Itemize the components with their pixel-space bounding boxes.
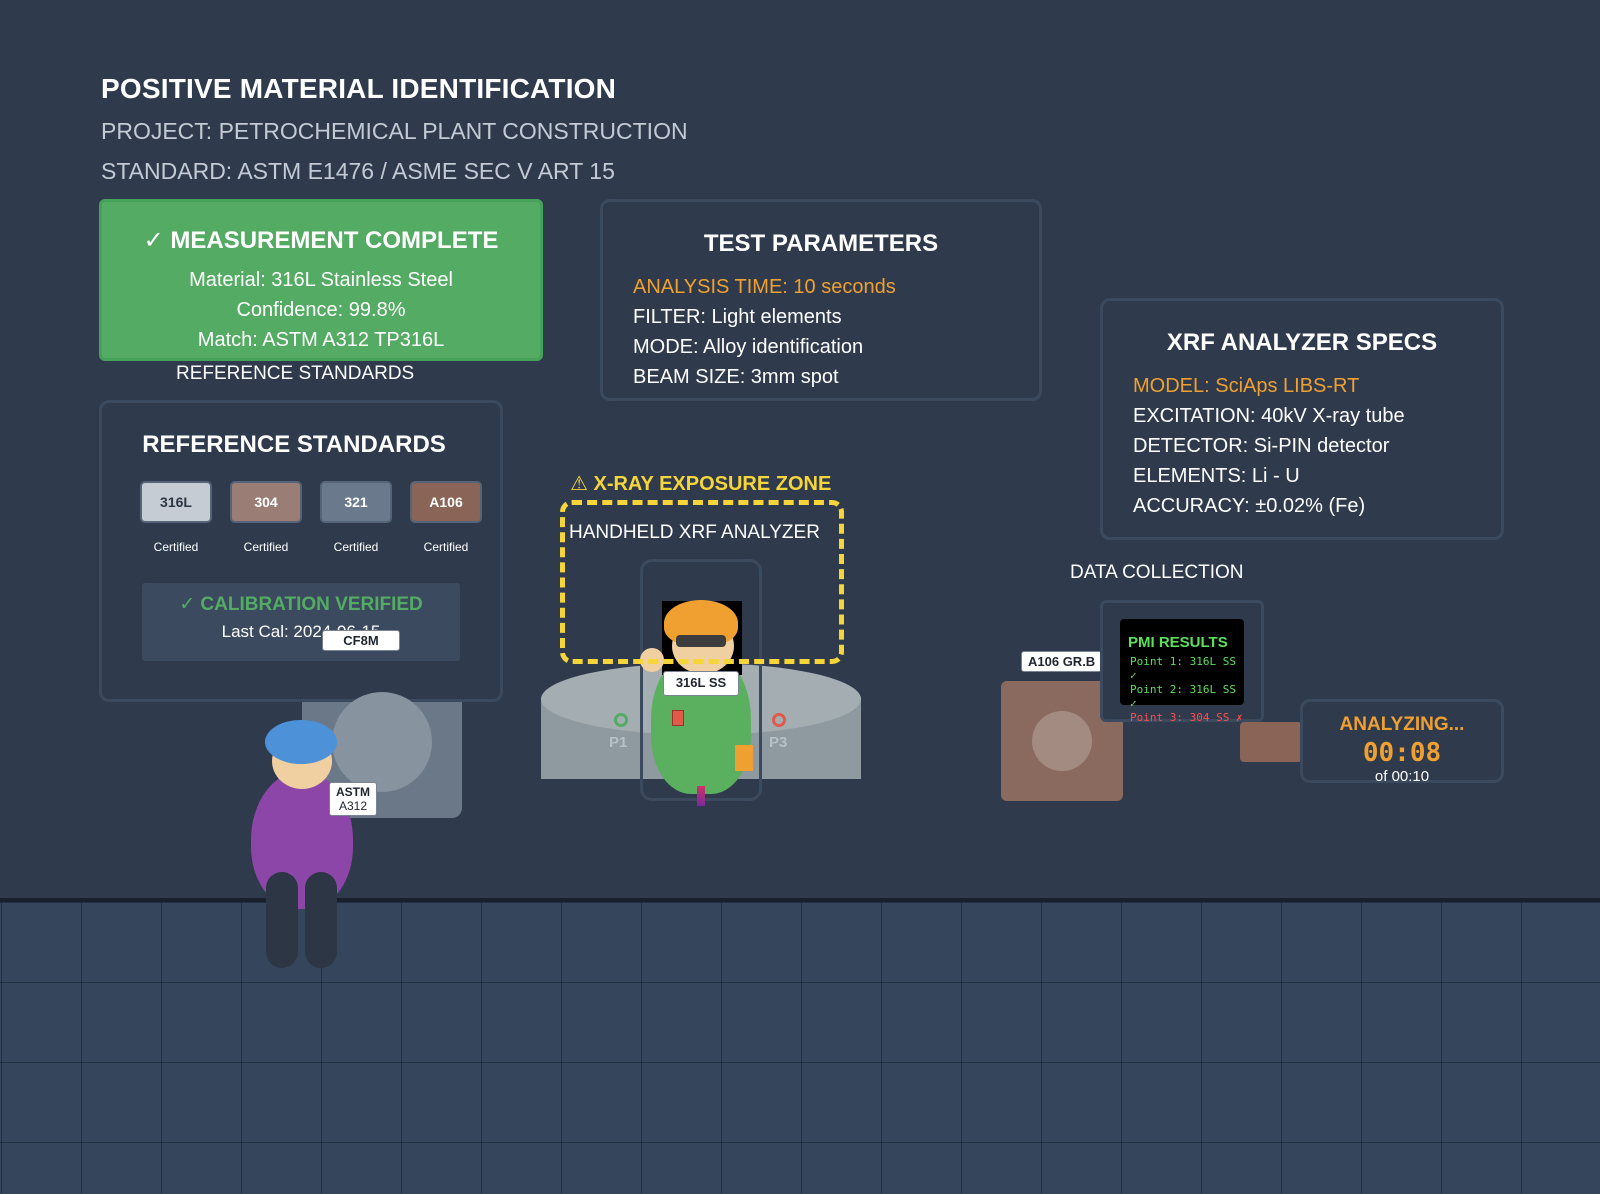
accuracy-spec: ACCURACY: ±0.02% (Fe): [1133, 495, 1366, 517]
pmi-results-screen: PMI RESULTS Point 1: 316L SS ✓ Point 2: …: [1120, 619, 1244, 724]
pipe-opening: [332, 692, 432, 792]
swatch-status: Certified: [333, 540, 379, 554]
page-title: POSITIVE MATERIAL IDENTIFICATION: [101, 73, 617, 104]
confidence-result: Confidence: 99.8%: [236, 299, 406, 321]
exposure-zone-boundary: [560, 500, 844, 664]
xrf-specs-title: XRF ANALYZER SPECS: [1166, 329, 1438, 356]
calibration-title: CALIBRATION VERIFIED: [200, 594, 423, 615]
pipe-tag-cf8m: CF8M: [322, 630, 400, 651]
result-row: Point 2: 316L SS ✓: [1130, 683, 1236, 710]
point-label-p1: P1: [609, 734, 628, 751]
swatch-status: Certified: [153, 540, 199, 554]
swatch-a106[interactable]: A106: [410, 481, 482, 523]
mode-setting: MODE: Alloy identification: [633, 336, 864, 358]
swatch-321[interactable]: 321: [320, 481, 392, 523]
point-marker-p3[interactable]: [772, 713, 786, 727]
analyzer-model: MODEL: SciAps LIBS-RT: [1133, 375, 1360, 397]
project-label: PROJECT: PETROCHEMICAL PLANT CONSTRUCTIO…: [101, 118, 688, 144]
analyzer-label: HANDHELD XRF ANALYZER: [569, 522, 820, 543]
safety-glasses: [676, 635, 726, 647]
analysis-time: ANALYSIS TIME: 10 seconds: [633, 276, 896, 298]
result-row: Point 1: 316L SS ✓: [1130, 655, 1236, 682]
swatch-status: Certified: [243, 540, 289, 554]
point-label-p3: P3: [769, 734, 788, 751]
analysis-timer: ANALYZING... 00:08 of 00:10: [1300, 699, 1504, 785]
standard-label: STANDARD: ASTM E1476 / ASME SEC V ART 15: [101, 158, 615, 184]
elements-spec: ELEMENTS: Li - U: [1133, 465, 1300, 487]
analysis-status: ANALYZING...: [1339, 714, 1465, 735]
measurement-complete-panel: ✓ MEASUREMENT COMPLETE Material: 316L St…: [99, 199, 543, 361]
reference-standards-panel: REFERENCE STANDARDS 316L 304 321 A106 Ce…: [99, 400, 503, 702]
data-collection-label: DATA COLLECTION: [1070, 562, 1244, 583]
connector-pipe: [1240, 722, 1302, 762]
calibration-box: ✓ CALIBRATION VERIFIED Last Cal: 2024-06…: [142, 583, 460, 661]
filter-setting: FILTER: Light elements: [633, 306, 842, 328]
reference-standards-title: REFERENCE STANDARDS: [142, 431, 446, 458]
floor-grid: [0, 898, 1600, 1194]
exposure-zone-title: ⚠ X-RAY EXPOSURE ZONE: [570, 473, 832, 495]
xrf-specs-panel: XRF ANALYZER SPECS MODEL: SciAps LIBS-RT…: [1100, 298, 1504, 540]
elapsed-time: 00:08: [1362, 738, 1442, 768]
check-icon: ✓: [179, 594, 196, 615]
check-icon: ✓: [143, 227, 164, 254]
measurement-title: MEASUREMENT COMPLETE: [170, 227, 499, 254]
swatch-304[interactable]: 304: [230, 481, 302, 523]
match-result: Match: ASTM A312 TP316L: [197, 329, 445, 351]
result-row: Point 3: 304 SS ✗: [1130, 711, 1243, 724]
pipe-tag-astm: ASTM A312: [329, 782, 377, 816]
worker-helmet: [265, 720, 337, 764]
pipe-tag-a106: A106 GR.B: [1021, 651, 1103, 672]
point-marker-p1[interactable]: [614, 713, 628, 727]
excitation-spec: EXCITATION: 40kV X-ray tube: [1133, 405, 1405, 427]
a106-pipe-opening: [1032, 711, 1092, 771]
test-parameters-panel: TEST PARAMETERS ANALYSIS TIME: 10 second…: [600, 199, 1042, 401]
material-tag-316l-ss: 316L SS: [663, 671, 739, 696]
beam-size-setting: BEAM SIZE: 3mm spot: [633, 366, 839, 388]
operator-badge: [672, 710, 684, 726]
total-time: of 00:10: [1374, 768, 1430, 785]
detector-spec: DETECTOR: Si-PIN detector: [1133, 435, 1390, 457]
operator-accessory: [735, 745, 753, 771]
test-parameters-title: TEST PARAMETERS: [703, 230, 939, 257]
worker-leg: [305, 872, 337, 968]
pmi-results-title: PMI RESULTS: [1128, 634, 1228, 651]
swatch-316l[interactable]: 316L: [140, 481, 212, 523]
last-calibration-date: Last Cal: 2024-06-15: [221, 622, 381, 641]
material-result: Material: 316L Stainless Steel: [189, 269, 453, 291]
analyzer-probe: [697, 786, 705, 806]
reference-standards-caption: REFERENCE STANDARDS: [176, 363, 415, 384]
swatch-status: Certified: [423, 540, 469, 554]
worker-leg: [266, 872, 298, 968]
